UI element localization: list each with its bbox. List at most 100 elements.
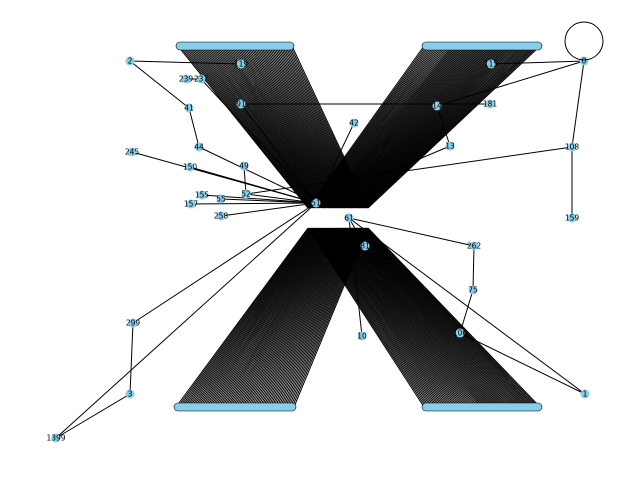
node-label-3: 3 (128, 390, 133, 399)
bundle-edge-top-right (356, 45, 519, 209)
bundle-edge-top-right (365, 45, 536, 209)
node-91 (236, 99, 246, 109)
node-245 (127, 147, 137, 157)
bundle-edge-top-right (328, 45, 465, 209)
bundle-edge-top-right (333, 45, 475, 209)
bundle-edge-bottom-left (242, 227, 343, 408)
bundle-edge-top-right (344, 45, 495, 209)
bundle-edge-top-right (318, 45, 447, 209)
bundle-edge-top-right (314, 45, 438, 209)
bundle-edge-top-left (223, 45, 333, 209)
node-262 (469, 241, 479, 251)
bundle-edge-top-left (187, 45, 314, 209)
bundle-edge-top-right (331, 45, 472, 209)
bundle-edge-bottom-right (331, 227, 472, 408)
bundle-edge-bottom-right (332, 227, 474, 408)
node-label-106: 106 (453, 329, 468, 338)
node-label-49: 49 (239, 162, 249, 171)
bundle-edge-bottom-right (360, 227, 527, 408)
bundle-edge-bottom-right (330, 227, 469, 408)
node-label-1399: 1399 (46, 434, 65, 443)
bundle-edge-top-right (317, 45, 443, 209)
bundle-edge-top-right (357, 45, 521, 209)
bundle-edge-top-right (315, 45, 440, 209)
bundle-edge-top-right (340, 45, 489, 209)
edge-55-51 (220, 198, 317, 204)
node-label-258: 258 (214, 212, 229, 221)
bundle-edge-bottom-right (325, 227, 460, 408)
bundle-edge-bottom-right (336, 227, 480, 408)
bundle-edge-bottom-right (329, 227, 467, 408)
bundle-edge-top-left (192, 45, 317, 209)
node-44 (194, 142, 204, 152)
bundle-edge-top-left (225, 45, 334, 209)
bundle-edge-bottom-left (225, 227, 334, 408)
node-label-14: 14 (432, 102, 442, 111)
node-51 (311, 198, 321, 208)
bundle-edge-bottom-left (209, 227, 326, 408)
bundle-edge-bottom-right (345, 227, 497, 408)
node-159 (567, 213, 577, 223)
bundle-edge-top-right (320, 45, 450, 209)
bundle-edge-top-right (345, 45, 499, 209)
bundle-edge-top-right (330, 45, 469, 209)
node-label-41: 41 (184, 104, 194, 113)
bundle-edge-bottom-left (211, 227, 327, 408)
bundle-edge-bottom-left (206, 227, 325, 408)
bundle-edge-bottom-right (347, 227, 502, 408)
node-75 (468, 285, 478, 295)
edge-1-61 (348, 217, 586, 395)
bundle-edge-top-left (182, 45, 312, 209)
bundle-edge-bottom-right (309, 227, 428, 408)
node-0 (579, 56, 589, 66)
bundle-edge-top-right (351, 45, 509, 209)
bundle-edge-bottom-right (366, 227, 539, 408)
edge-bundles (173, 41, 543, 412)
bundle-edge-bottom-right (345, 227, 499, 408)
bundle-edge-top-right (347, 45, 502, 209)
bundle-edge-top-right (331, 45, 470, 209)
bundle-edge-top-right (353, 45, 514, 209)
bundle-edge-bottom-right (323, 227, 455, 408)
bundle-edge-bottom-left (226, 227, 335, 408)
bundle-edge-bottom-right (365, 227, 536, 408)
node-52 (241, 189, 251, 199)
node-150 (185, 162, 195, 172)
bundle-edge-bottom-left (230, 227, 337, 408)
bundle-edge-top-right (329, 45, 467, 209)
bundle-edge-top-right (321, 45, 452, 209)
bundle-edge-top-left (240, 45, 342, 209)
bundle-edge-top-left (199, 45, 320, 209)
bundle-edge-top-right (327, 45, 464, 209)
bundle-edge-bottom-right (337, 227, 482, 408)
bundle-edge-bottom-left (180, 227, 312, 408)
bundle-edge-bottom-left (196, 227, 319, 408)
bundle-edge-bottom-right (324, 227, 459, 408)
bundle-edge-top-right (349, 45, 506, 209)
node-label-81: 81 (360, 242, 370, 251)
node-label-61: 61 (344, 214, 354, 223)
bundle-edge-top-left (227, 45, 335, 209)
node-label-239: 239 (179, 75, 194, 84)
bundle-edge-bottom-left (216, 227, 330, 408)
bundle-edge-bottom-right (365, 227, 537, 408)
bundle-edge-top-left (208, 45, 325, 209)
bundle-edge-bottom-right (344, 227, 495, 408)
node-bar-top-left (175, 41, 295, 51)
bundle-edge-top-right (362, 45, 531, 209)
bundle-edge-top-left (190, 45, 316, 209)
node-14 (432, 101, 442, 111)
bundle-edge-bottom-right (357, 227, 521, 408)
node-label-44: 44 (194, 143, 204, 152)
bundle-edge-top-left (235, 45, 339, 209)
bundle-edge-top-left (218, 45, 331, 209)
bundle-edge-bottom-right (351, 227, 509, 408)
bundle-edge-top-right (346, 45, 501, 209)
bundle-edge-bottom-right (352, 227, 512, 408)
bundle-edge-bottom-right (358, 227, 524, 408)
bundle-edge-bottom-right (346, 227, 501, 408)
bundle-edge-bottom-left (187, 227, 315, 408)
bundle-edge-bottom-left (237, 227, 340, 408)
